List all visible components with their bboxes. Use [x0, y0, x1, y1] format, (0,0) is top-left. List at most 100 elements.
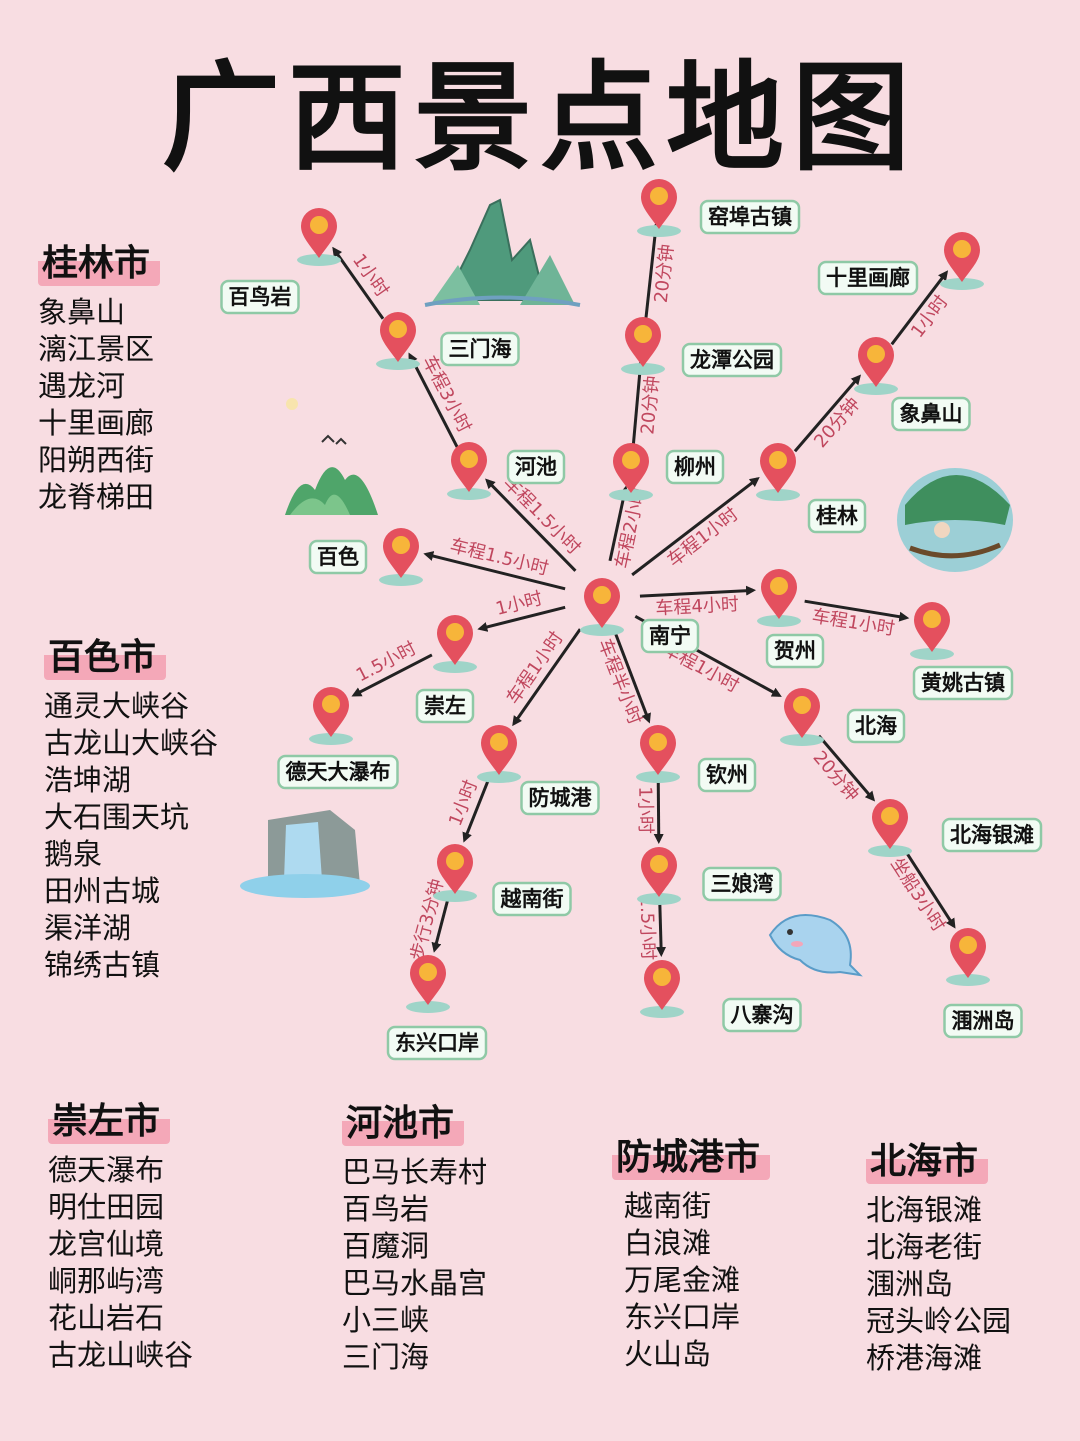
location-name: 贺州: [774, 639, 816, 663]
location-label: 涠洲岛: [943, 1003, 1023, 1039]
list-item: 通灵大峡谷: [44, 689, 190, 723]
route-label: 20分钟: [651, 243, 678, 304]
route-arrow: [817, 734, 876, 802]
location-name: 十里画廊: [826, 266, 910, 290]
map-pin-icon: [757, 569, 801, 627]
location-label: 崇左: [415, 688, 475, 724]
route-arrow: [485, 478, 577, 572]
list-item: 越南街: [624, 1189, 712, 1223]
list-item: 田州古城: [44, 874, 161, 908]
location-name: 涠洲岛: [952, 1009, 1015, 1033]
list-item: 百鸟岩: [342, 1192, 430, 1226]
waterfall-illustration: [240, 810, 370, 898]
map-pin-icon: [940, 232, 984, 290]
route-arrow: [351, 653, 433, 697]
map-pin-icon: [297, 208, 341, 266]
list-item: 锦绣古镇: [44, 948, 161, 982]
list-item: 百魔洞: [342, 1229, 430, 1263]
location-name: 越南街: [500, 887, 564, 911]
dolphin-illustration: [768, 914, 863, 977]
list-item: 北海老街: [866, 1230, 983, 1264]
list-item: 龙脊梯田: [38, 480, 155, 514]
location-label: 南宁: [640, 618, 700, 654]
route-arrow: [431, 896, 450, 953]
route-label: 1小时: [634, 786, 655, 834]
location-label: 龙潭公园: [681, 342, 783, 378]
location-name: 防城港: [529, 786, 593, 810]
map-pin-icon: [621, 317, 665, 375]
route-label: 1小时: [348, 250, 393, 301]
location-label: 河池: [506, 449, 566, 485]
route-arrow: [408, 352, 459, 448]
location-name: 八寨沟: [731, 1003, 794, 1027]
route-arrow: [644, 221, 661, 320]
rafting-illustration: [897, 468, 1013, 572]
location-label: 钦州: [697, 757, 757, 793]
location-name: 百鸟岩: [229, 285, 292, 309]
location-label: 防城港: [520, 780, 600, 816]
location-label: 象鼻山: [891, 396, 971, 432]
location-name: 北海: [855, 714, 897, 738]
map-pin-icon: [309, 687, 353, 745]
route-arrow: [639, 585, 757, 598]
list-item: 东兴口岸: [624, 1300, 741, 1334]
list-item: 冠头岭公园: [866, 1304, 1012, 1338]
list-item: 大石围天坑: [44, 800, 190, 834]
location-name: 三门海: [449, 337, 512, 361]
location-label: 三门海: [440, 331, 520, 367]
location-name: 百色: [317, 545, 359, 569]
map-pin-icon: [433, 844, 477, 902]
route-label: 车程1.5小时: [499, 472, 584, 559]
map-pin-icon: [376, 312, 420, 370]
location-label: 德天大瀑布: [277, 754, 399, 790]
list-item: 十里画廊: [38, 406, 155, 440]
list-item: 漓江景区: [38, 332, 155, 366]
map-pin-icon: [379, 528, 423, 586]
fangchenggang-city-list: 防城港市 越南街 白浪滩 万尾金滩 东兴口岸 火山岛: [612, 1128, 771, 1373]
route-label: 1小时: [445, 777, 482, 829]
map-pin-icon: [637, 179, 681, 237]
route-arrow: [793, 374, 862, 453]
map-pin-icon: [447, 442, 491, 500]
route-label: 1.5小时: [636, 895, 659, 960]
location-name: 崇左: [424, 694, 466, 718]
page-title: 广西景点地图: [161, 48, 918, 187]
map-pin-icon: [946, 928, 990, 986]
map-pin-icon: [854, 337, 898, 395]
city-heading-chongzuo: 崇左市: [48, 1092, 171, 1144]
city-heading-baise: 百色市: [44, 628, 167, 680]
map-pin-icon: [609, 443, 653, 501]
location-label: 百色: [308, 539, 368, 575]
list-item: 龙宫仙境: [48, 1227, 165, 1261]
map-pin-icon: [780, 688, 824, 746]
location-name: 三娘湾: [711, 872, 774, 896]
list-item: 峒那屿湾: [48, 1264, 165, 1298]
route-label: 20分钟: [637, 375, 663, 436]
route-arrow: [804, 599, 910, 622]
location-name: 东兴口岸: [395, 1031, 479, 1055]
list-item: 涠洲岛: [866, 1267, 954, 1301]
guilin-city-list: 桂林市 象鼻山 漓江景区 遇龙河 十里画廊 阳朔西街 龙脊梯田: [38, 234, 161, 516]
route-arrow: [631, 359, 646, 446]
location-label: 桂林: [807, 498, 867, 534]
location-name: 龙潭公园: [690, 348, 774, 372]
location-name: 窑埠古镇: [708, 205, 792, 229]
location-label: 十里画廊: [817, 260, 919, 296]
list-item: 德天瀑布: [48, 1153, 165, 1187]
location-label: 北海: [846, 708, 906, 744]
location-name: 钦州: [706, 763, 748, 787]
list-item: 浩坤湖: [44, 763, 132, 797]
map-pin-icon: [636, 725, 680, 783]
map-pin-icon: [477, 725, 521, 783]
chongzuo-city-list: 崇左市 德天瀑布 明仕田园 龙宫仙境 峒那屿湾 花山岩石 古龙山峡谷: [48, 1092, 193, 1374]
list-item: 三门海: [342, 1340, 430, 1374]
route-label: 车程半小时: [594, 636, 646, 728]
location-label: 百鸟岩: [220, 279, 300, 315]
route-arrow: [614, 632, 651, 724]
route-label: 车程1小时: [663, 504, 742, 571]
map-pin-icon: [406, 955, 450, 1013]
route-arrow: [631, 476, 760, 577]
karst-mountain-illustration: [424, 198, 581, 307]
list-item: 象鼻山: [38, 295, 126, 329]
